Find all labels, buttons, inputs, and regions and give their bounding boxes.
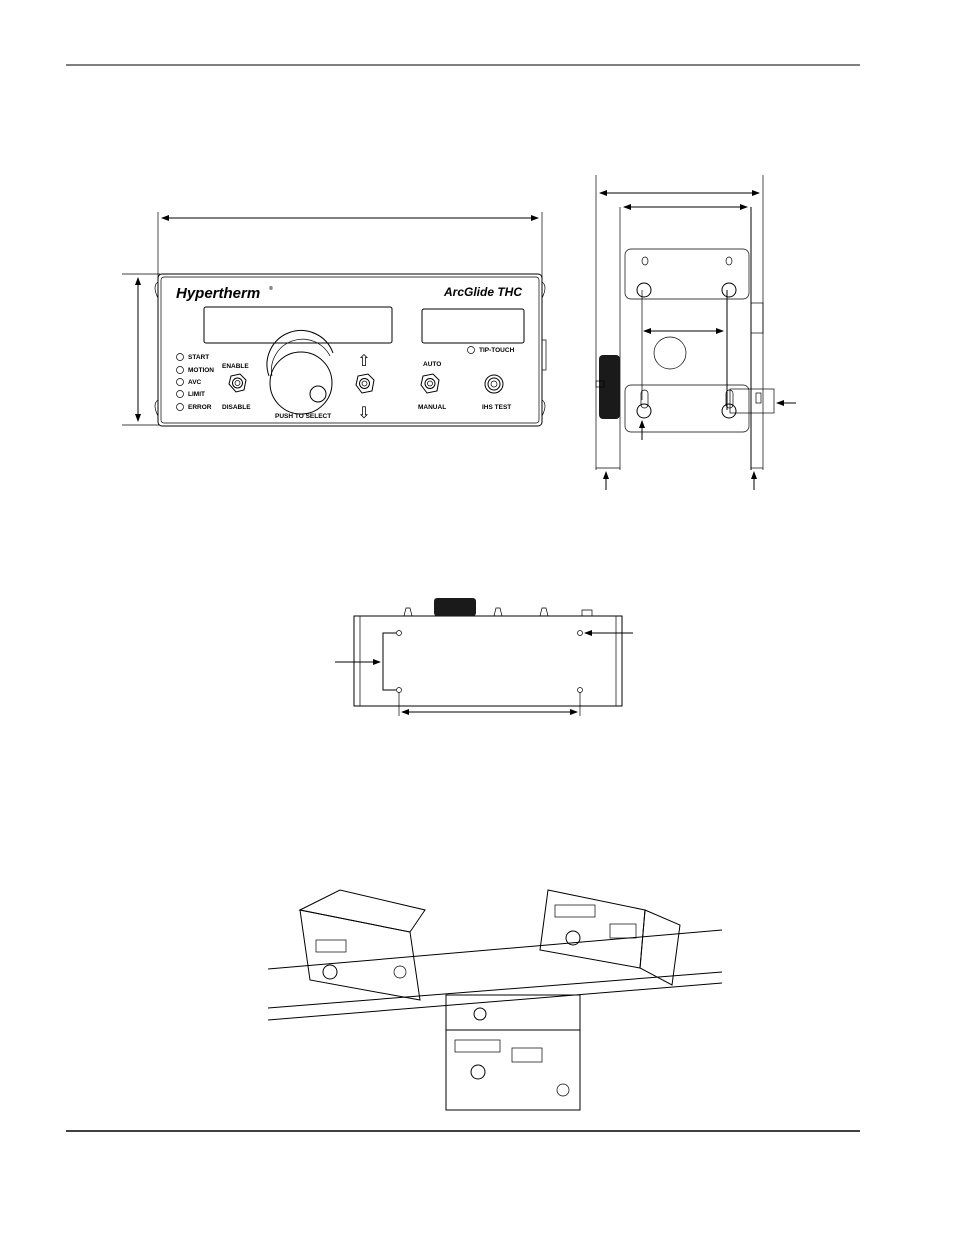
manual-label: MANUAL bbox=[418, 404, 446, 411]
unit-tilted-right bbox=[539, 889, 681, 986]
tip-touch-label: TIP-TOUCH bbox=[479, 347, 515, 354]
mounting-screw bbox=[636, 282, 652, 298]
cable-hole bbox=[653, 336, 687, 370]
enable-disable-toggle-switch[interactable] bbox=[228, 373, 247, 393]
brand-logo: Hypertherm bbox=[176, 285, 260, 302]
select-knob[interactable] bbox=[266, 330, 334, 415]
led-avc-label: AVC bbox=[188, 379, 202, 386]
down-arrow-icon: ⇩ bbox=[357, 405, 370, 422]
main-display bbox=[203, 306, 393, 344]
auto-manual-toggle-switch[interactable] bbox=[420, 373, 440, 394]
led-motion-label: MOTION bbox=[188, 367, 214, 374]
led-start-label: START bbox=[188, 354, 209, 361]
side-knob bbox=[599, 355, 620, 419]
led-limit-label: LIMIT bbox=[188, 391, 205, 398]
tip-touch-led bbox=[467, 346, 475, 354]
unit-tilted-left bbox=[298, 889, 426, 1001]
mounting-orientations-illustration bbox=[267, 889, 723, 1111]
enable-label: ENABLE bbox=[222, 363, 249, 370]
bottom-view-figure bbox=[335, 598, 633, 716]
brand-registered-mark: ® bbox=[269, 285, 273, 292]
auto-label: AUTO bbox=[423, 361, 441, 368]
unit-stacked bbox=[445, 994, 581, 1111]
mounting-screw bbox=[721, 282, 737, 298]
led-error-label: ERROR bbox=[188, 404, 212, 411]
front-view-figure: Hypertherm ® ArcGlide THC TIP-TOUCH STAR… bbox=[122, 212, 547, 427]
up-down-toggle-switch[interactable] bbox=[355, 373, 375, 394]
ihs-test-button[interactable] bbox=[484, 374, 504, 394]
side-view-figure bbox=[595, 175, 796, 490]
model-name: ArcGlide THC bbox=[443, 285, 522, 299]
up-arrow-icon: ⇧ bbox=[357, 353, 370, 370]
secondary-display bbox=[421, 308, 525, 344]
push-to-select-label: PUSH TO SELECT bbox=[275, 413, 331, 420]
disable-label: DISABLE bbox=[222, 404, 251, 411]
top-knob bbox=[434, 598, 476, 616]
ihs-test-label: IHS TEST bbox=[482, 404, 511, 411]
status-led-list: START MOTION AVC LIMIT ERROR bbox=[176, 353, 214, 411]
